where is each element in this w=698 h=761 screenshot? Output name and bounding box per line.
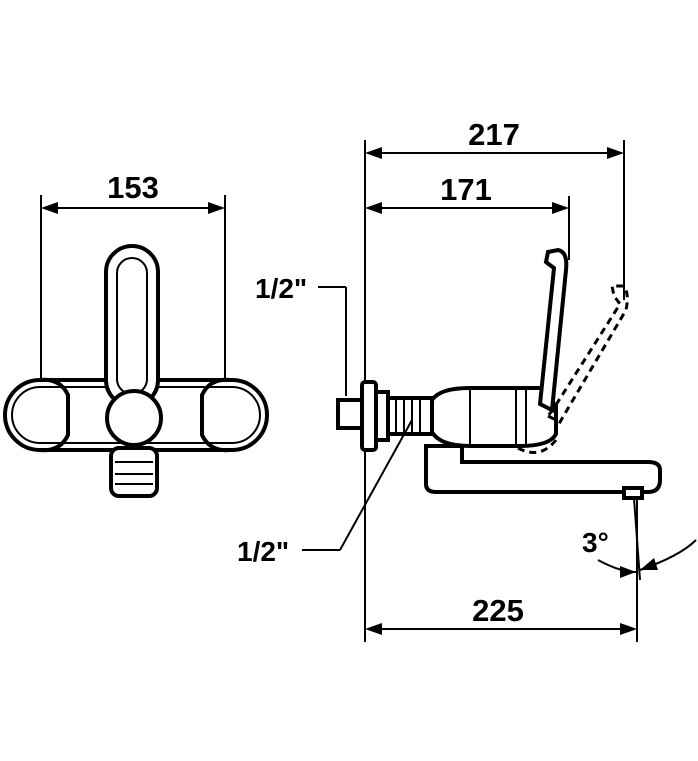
threaded-coupling <box>386 396 434 436</box>
right-connector <box>200 377 231 453</box>
dimension-171: 171 <box>365 172 569 214</box>
inlet-bottom-callout: 1/2" <box>237 419 413 567</box>
dimension-label-217: 217 <box>468 117 520 152</box>
dimension-217: 217 <box>365 117 624 159</box>
side-mixer-body <box>430 386 558 448</box>
left-connector <box>39 377 70 453</box>
side-lever-solid <box>537 247 569 414</box>
inlet-bottom-label: 1/2" <box>237 536 289 567</box>
lever-handle <box>104 244 160 408</box>
dimension-label-171: 171 <box>440 172 492 207</box>
angle-label: 3° <box>582 527 609 558</box>
side-view: 217 171 225 <box>237 117 697 642</box>
front-view: 153 <box>3 170 269 498</box>
spout-outlet <box>109 446 159 498</box>
angle-3-degree: 3° <box>582 497 697 581</box>
inlet-top-callout: 1/2" <box>255 273 347 396</box>
side-spout <box>424 444 662 494</box>
aerator <box>622 486 644 500</box>
inlet-top-label: 1/2" <box>255 273 307 304</box>
wall-flange <box>360 380 378 452</box>
dimension-label-153: 153 <box>107 170 159 205</box>
center-cartridge <box>105 389 163 447</box>
dimension-label-225: 225 <box>472 593 524 628</box>
dimension-153: 153 <box>40 170 226 395</box>
dimension-225: 225 <box>365 593 637 635</box>
